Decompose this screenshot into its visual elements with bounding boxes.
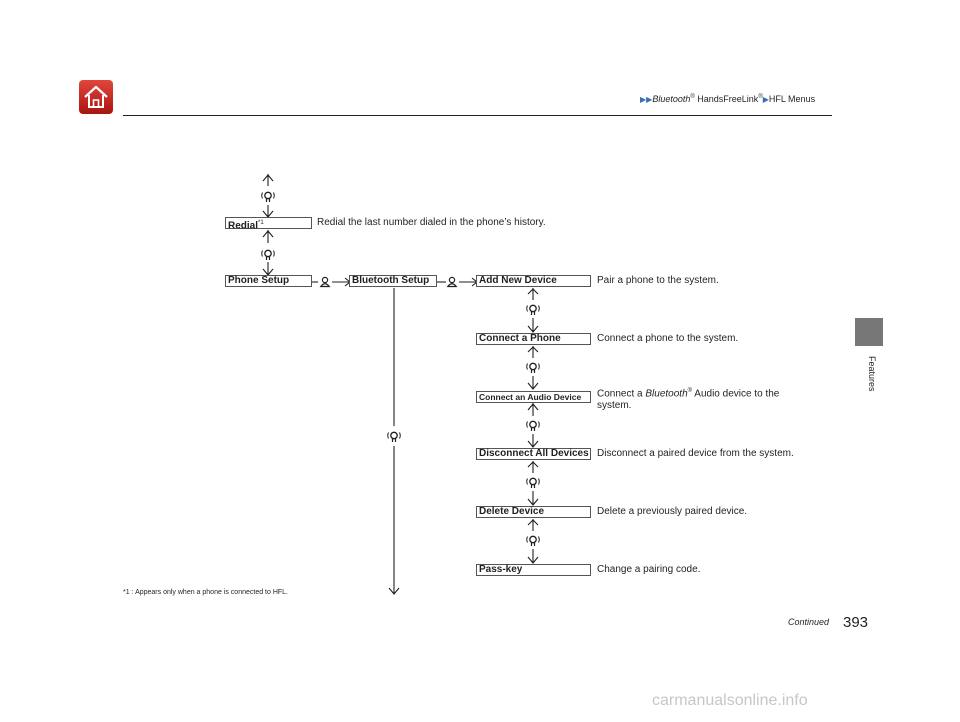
footnote: *1 : Appears only when a phone is connec… xyxy=(123,589,288,596)
bluetooth-setup-menu-item[interactable]: Bluetooth Setup xyxy=(349,275,437,287)
delete-device-menu-item[interactable]: Delete Device xyxy=(476,506,591,518)
connect-audio-device-menu-item[interactable]: Connect an Audio Device xyxy=(476,391,591,403)
connect-phone-menu-item[interactable]: Connect a Phone xyxy=(476,333,591,345)
redial-description: Redial the last number dialed in the pho… xyxy=(317,217,546,228)
redial-menu-item[interactable]: Redial*1 xyxy=(225,217,312,231)
disconnect-all-devices-description: Disconnect a paired device from the syst… xyxy=(597,448,794,459)
breadcrumb-item-handsfreelink[interactable]: HandsFreeLink xyxy=(694,94,759,104)
add-new-device-menu-item[interactable]: Add New Device xyxy=(476,275,591,287)
phone-setup-menu-item[interactable]: Phone Setup xyxy=(225,275,312,287)
breadcrumb-item-bluetooth[interactable]: Bluetooth xyxy=(652,94,691,104)
pass-key-description: Change a pairing code. xyxy=(597,564,701,575)
continued-label: Continued xyxy=(788,617,830,627)
pass-key-menu-item[interactable]: Pass-key xyxy=(476,564,591,576)
breadcrumb-item-hfl-menus[interactable]: HFL Menus xyxy=(768,94,816,104)
side-tab[interactable] xyxy=(855,318,883,346)
disconnect-all-devices-menu-item[interactable]: Disconnect All Devices xyxy=(476,448,591,460)
watermark: carmanualsonline.info xyxy=(652,692,808,709)
side-tab-label: Features xyxy=(867,356,877,392)
delete-device-description: Delete a previously paired device. xyxy=(597,506,748,517)
connect-audio-device-description: Connect a Bluetooth® Audio device to the… xyxy=(597,388,780,412)
header-divider xyxy=(123,115,832,116)
breadcrumb-arrow-icon: ▶ xyxy=(762,95,769,104)
add-new-device-description: Pair a phone to the system. xyxy=(597,275,719,286)
home-icon[interactable] xyxy=(79,80,113,114)
page-number: 393 xyxy=(843,614,869,631)
connect-phone-description: Connect a phone to the system. xyxy=(597,333,739,344)
voice-command-icons xyxy=(261,191,540,547)
breadcrumb: ▶▶Bluetooth® HandsFreeLink®▶HFL Menus xyxy=(640,94,816,104)
breadcrumb-arrow-icon: ▶▶ xyxy=(640,95,653,104)
